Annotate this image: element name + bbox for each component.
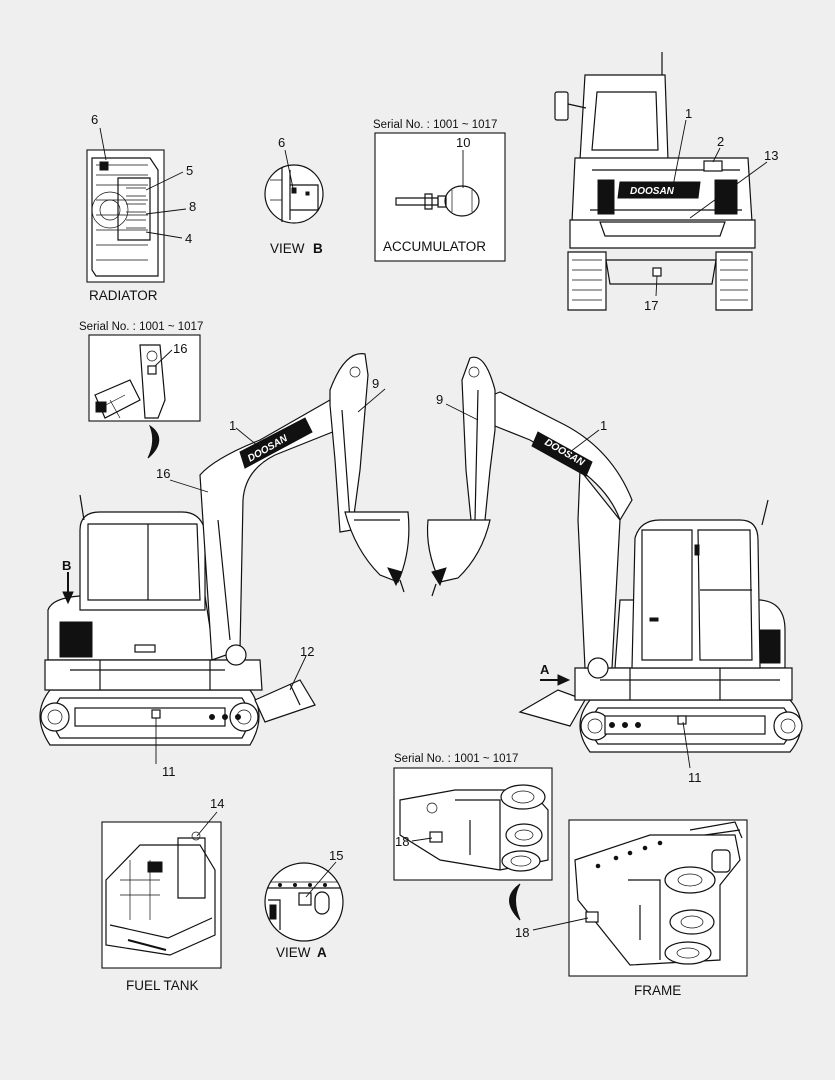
front-view-excavator: DOOSAN 1 2 13 17: [554, 52, 778, 313]
accumulator-detail: Serial No. : 1001 ~ 1017 10 ACCUMULATOR: [373, 119, 506, 262]
frame-serial-label-18: [429, 831, 443, 843]
front-label-2: [703, 160, 723, 172]
view-a-detail: 15 VIEW A: [264, 848, 344, 960]
view-b-detail: 6 VIEW B: [264, 135, 324, 256]
left-grille: [59, 621, 93, 658]
view-b-circle: [264, 164, 324, 224]
callout-13: 13: [764, 148, 778, 163]
view-b-letter: B: [313, 241, 323, 256]
callout-16-detail: 16: [173, 341, 187, 356]
view-a-label-15: [298, 892, 312, 906]
right-bucket: [426, 519, 491, 583]
serial-label-frame: Serial No. : 1001 ~ 1017: [394, 753, 518, 765]
view-a-word: VIEW: [276, 945, 311, 960]
callout-4: 4: [185, 231, 192, 246]
frame-caption: FRAME: [634, 983, 681, 998]
view-b-word: VIEW: [270, 241, 305, 256]
front-track-right: [715, 251, 753, 311]
callout-1-left: 1: [229, 418, 236, 433]
callout-18-frame: 18: [515, 925, 529, 940]
side-mirror: [554, 91, 569, 121]
callout-11-left: 11: [162, 764, 176, 779]
boom-detail: Serial No. : 1001 ~ 1017 16: [79, 321, 203, 459]
right-arm: [461, 356, 496, 531]
left-bucket: [344, 511, 410, 583]
fuel-tank-frame: [101, 821, 222, 969]
frame-detail: 18 FRAME: [515, 819, 748, 998]
detail-pointer-frame: [509, 883, 521, 921]
front-logo: DOOSAN: [630, 186, 675, 197]
frame-serial-detail: Serial No. : 1001 ~ 1017 18: [393, 753, 553, 921]
radiator-detail: 6 5 8 4 RADIATOR: [86, 112, 196, 303]
callout-9-right: 9: [436, 392, 443, 407]
left-dozer-blade: [254, 679, 316, 723]
callout-11-right: 11: [688, 770, 702, 785]
callout-17: 17: [644, 298, 658, 313]
serial-label-boom: Serial No. : 1001 ~ 1017: [79, 321, 203, 333]
view-a-letter: A: [317, 945, 327, 960]
callout-18-detail: 18: [395, 834, 409, 849]
right-cab: [631, 519, 761, 669]
callout-15: 15: [329, 848, 343, 863]
left-boom-logo-plate: [239, 417, 313, 469]
arrow-b-label: B: [62, 558, 71, 573]
frame-label-18: [585, 911, 599, 923]
right-boom-logo-plate: [531, 431, 593, 477]
left-arm: [329, 353, 369, 533]
radiator-frame: [86, 149, 165, 283]
frame-box: [568, 819, 748, 977]
front-cab: [579, 74, 669, 161]
right-excavator: DOOSAN A 9 1 11: [426, 356, 803, 785]
left-label-11: [151, 709, 161, 719]
fuel-tank-caption: FUEL TANK: [126, 978, 199, 993]
callout-14: 14: [210, 796, 224, 811]
arrow-a-label: A: [540, 662, 550, 677]
callout-1-front: 1: [685, 106, 692, 121]
callout-6-view-b: 6: [278, 135, 285, 150]
right-label-11: [677, 715, 687, 725]
radiator-caption: RADIATOR: [89, 288, 158, 303]
callout-1-right: 1: [600, 418, 607, 433]
callout-5: 5: [186, 163, 193, 178]
callout-2: 2: [717, 134, 724, 149]
left-excavator: DOOSAN B 1 16 9 12 11: [39, 353, 410, 779]
detail-pointer-boom: [147, 424, 160, 459]
accumulator-caption: ACCUMULATOR: [383, 239, 486, 254]
callout-9-left: 9: [372, 376, 379, 391]
fuel-tank-detail: 14 FUEL TANK: [101, 796, 224, 993]
callout-10: 10: [456, 135, 470, 150]
callout-8: 8: [189, 199, 196, 214]
serial-label-accumulator: Serial No. : 1001 ~ 1017: [373, 119, 497, 131]
front-track-left: [567, 251, 607, 311]
callout-16-boom: 16: [156, 466, 170, 481]
left-cab: [79, 511, 206, 611]
callout-6-radiator: 6: [91, 112, 98, 127]
accumulator-frame: [374, 132, 506, 262]
callout-12: 12: [300, 644, 314, 659]
